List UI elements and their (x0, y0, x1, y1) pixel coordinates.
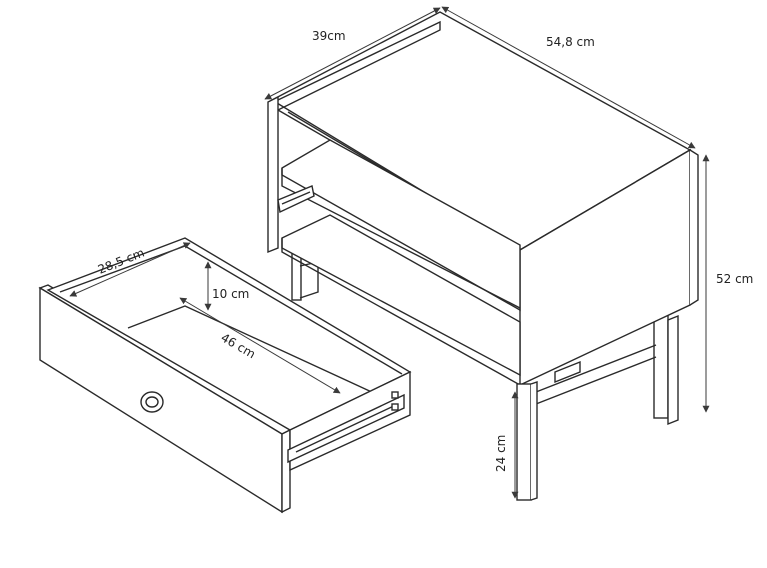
drawer-knob (140, 391, 164, 413)
label-width: 54,8 cm (546, 35, 595, 49)
label-depth: 39cm (312, 29, 346, 43)
label-height: 52 cm (716, 272, 753, 286)
back-legs (291, 249, 679, 426)
front-leg-left (516, 383, 532, 501)
dimension-lines (69, 6, 710, 499)
label-leg-height: 24 cm (494, 435, 508, 472)
label-drawer-height: 10 cm (212, 287, 249, 301)
inner-drawer-slide (277, 185, 315, 214)
left-side-panel (267, 95, 279, 254)
